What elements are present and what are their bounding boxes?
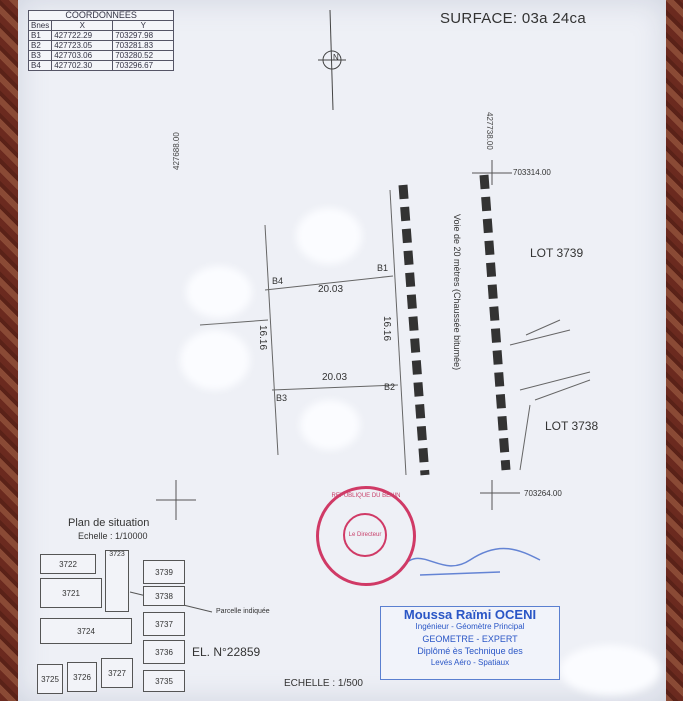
dim-right: 16.16	[381, 316, 392, 342]
parcel-note: Parcelle indiquée	[216, 608, 270, 615]
table-row: B4 427702.30 703296.67	[27, 60, 175, 71]
road-edge-left	[389, 189, 407, 476]
lot-3739-label: LOT 3739	[530, 246, 584, 260]
axis-y-bottom: 703264.00	[524, 489, 562, 498]
table-row: B3 427703.06 703280.52	[27, 50, 175, 61]
situation-map: 3722 3723 3739 3721 3738 3724 3737 3736 …	[35, 540, 185, 695]
surveyor-line4: Levés Aéro - Spatiaux	[430, 658, 510, 667]
surveyor-line3: Diplômé ès Technique des	[417, 646, 523, 656]
lot-3738-label: LOT 3738	[545, 419, 599, 433]
axis-y-top: 703314.00	[513, 168, 551, 177]
seal-center-text: Le Directeur	[343, 513, 387, 557]
dim-left: 16.16	[257, 325, 268, 351]
situation-cell: 3721	[40, 578, 102, 608]
parcel-top-line	[264, 275, 394, 291]
point-b1: B1	[377, 263, 389, 273]
redaction-blob	[180, 330, 250, 390]
surface-label: SURFACE: 03a 24ca	[440, 10, 587, 27]
dim-top: 20.03	[318, 284, 344, 295]
point-b3: B3	[276, 393, 288, 403]
situation-cell: 3735	[143, 670, 185, 692]
situation-cell: 3727	[101, 658, 133, 688]
redaction-blob	[560, 645, 660, 695]
parcel-left-line	[264, 224, 279, 456]
situation-scale: Echelle : 1/10000	[78, 531, 148, 541]
seal-ring-text: REPUBLIQUE DU BENIN	[331, 493, 401, 499]
table-row: B2 427723.05 703281.83	[27, 40, 175, 51]
signature-icon	[399, 547, 541, 576]
road-border-left	[398, 184, 430, 476]
situation-cell: 3739	[143, 560, 185, 584]
situation-cell: 3723	[105, 550, 129, 612]
surveyor-name: Moussa Raïmi OCENI	[403, 607, 537, 622]
situation-cell: 3726	[67, 662, 97, 692]
situation-cell: 3725	[37, 664, 63, 694]
point-b4: B4	[272, 276, 284, 286]
coordinates-table: COORDONNEES Bnes X Y B1 427722.29 703297…	[27, 10, 175, 71]
situation-cell: 3722	[40, 554, 96, 574]
road-label: Voie de 20 mètres (Chaussée bitumée)	[452, 214, 462, 371]
axis-x-right: 427738.00	[485, 112, 494, 150]
north-label: N	[333, 53, 339, 62]
coord-cell: 703296.67	[112, 60, 175, 71]
road-border-right	[479, 174, 511, 471]
situation-title: Plan de situation	[68, 517, 150, 529]
dim-bottom: 20.03	[322, 372, 348, 383]
surveyor-stamp: Moussa Raïmi OCENI Ingénieur - Géomètre …	[380, 606, 560, 680]
axis-x-left: 427688.00	[172, 132, 181, 170]
official-seal: REPUBLIQUE DU BENIN Le Directeur	[316, 486, 416, 586]
parcel-bottom-line	[271, 384, 399, 391]
redaction-blob	[296, 208, 362, 264]
north-arrow-icon	[318, 9, 346, 111]
surveyor-line2: GEOMETRE - EXPERT	[422, 634, 518, 644]
surveyor-line1: Ingénieur - Géomètre Principal	[415, 622, 525, 631]
redaction-blob	[186, 266, 252, 318]
el-number: EL. N°22859	[192, 645, 261, 659]
coord-cell: B4	[27, 60, 53, 71]
redaction-blob	[300, 400, 360, 450]
situation-cell: 3737	[143, 612, 185, 636]
situation-cell: 3738	[143, 586, 185, 606]
drawing-scale: ECHELLE : 1/500	[284, 678, 363, 689]
situation-cell: 3736	[143, 640, 185, 664]
situation-cell: 3724	[40, 618, 132, 644]
point-b2: B2	[384, 382, 396, 392]
